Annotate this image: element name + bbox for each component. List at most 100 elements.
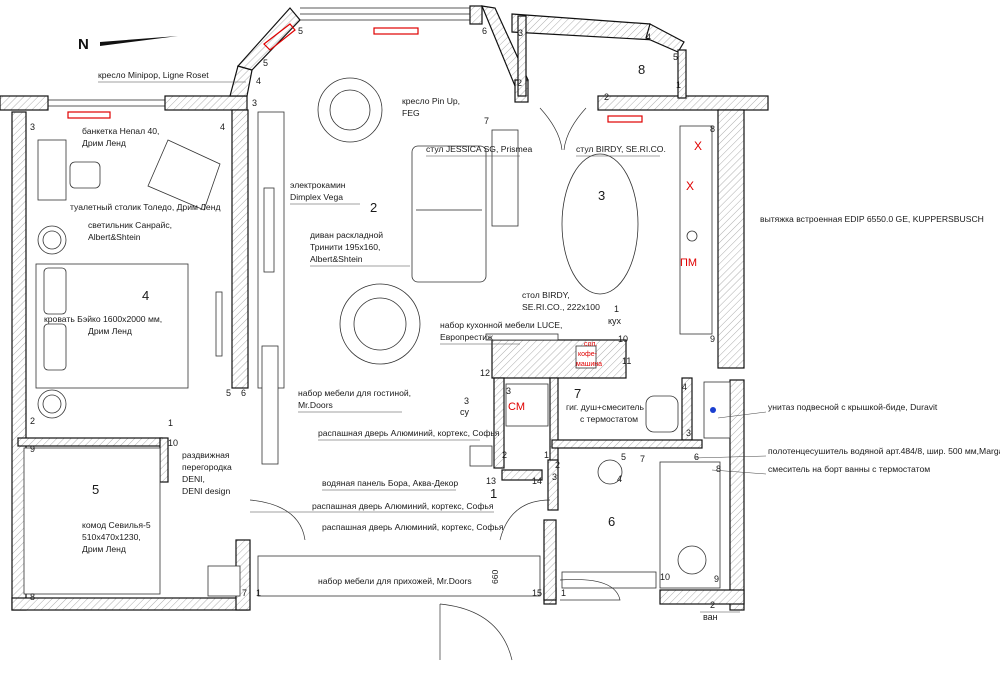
label-dresser-2: 510х470х1230,	[82, 532, 141, 542]
wall-top-bedroom-a	[0, 95, 49, 111]
mark-2d: 2	[555, 460, 560, 470]
mark-8b: 8	[716, 464, 721, 474]
lamp-2-inner	[42, 394, 62, 414]
label-towel: полотенцесушитель водяной арт.484/8, шир…	[768, 446, 1000, 456]
radiator-kitchen	[607, 115, 643, 123]
kitchen-counter-block	[491, 339, 627, 379]
mark-9c: 9	[30, 444, 35, 454]
wall-dressing-side	[159, 437, 169, 483]
mark-14: 14	[532, 476, 542, 486]
banquette	[147, 139, 221, 211]
kitchen-cabinets	[679, 125, 713, 335]
wall-wc-left	[493, 377, 505, 469]
stool	[69, 161, 101, 189]
label-water-panel: водяная панель Бора, Аква-Декор	[322, 478, 458, 488]
windows	[48, 7, 643, 123]
label-kitchen-set-2: Европрестиж	[440, 332, 493, 342]
wall-right-bath	[729, 379, 745, 611]
label-shower-2: с термостатом	[580, 414, 638, 424]
sideboard	[491, 129, 519, 227]
label-dressing-table: туалетный столик Толедо, Дрим Ленд	[70, 202, 220, 212]
label-banquette-1: банкетка Непал 40,	[82, 126, 159, 136]
entry-door	[439, 603, 513, 661]
mark-2: 2	[517, 78, 522, 88]
label-partition-4: DENI design	[182, 486, 230, 496]
room-6-number: 6	[608, 514, 615, 529]
water-panel	[469, 445, 493, 467]
wall-wc-mid	[549, 377, 559, 465]
mark-7c: 7	[242, 588, 247, 598]
balcony-angle	[645, 23, 685, 53]
dressing-table	[37, 139, 67, 201]
mark-2e: 2	[30, 416, 35, 426]
mark-1d: 1	[168, 418, 173, 428]
compass-arrow-icon	[100, 36, 178, 46]
toilet-installation	[703, 381, 731, 439]
label-table-1: стол BIRDY,	[522, 290, 570, 300]
radiator-living	[373, 27, 419, 35]
bath-door	[559, 579, 621, 601]
sofa	[411, 145, 487, 283]
coffee-machine	[575, 345, 597, 369]
wall-right-kitchen	[717, 109, 745, 369]
mark-9b: 9	[714, 574, 719, 584]
room-4-number: 4	[142, 288, 149, 303]
room-3-number: 3	[598, 188, 605, 203]
armchair-2-seat	[353, 297, 407, 351]
label-living-set-1: набор мебели для гостиной,	[298, 388, 411, 398]
mark-2b: 2	[604, 92, 609, 102]
mark-10c: 10	[168, 438, 178, 448]
mark-4d: 4	[682, 382, 687, 392]
mark-3e: 3	[552, 472, 557, 482]
balcony-wall-left	[517, 15, 527, 97]
label-chair-pinup-2: FEG	[402, 108, 420, 118]
wall-dressing-top	[17, 437, 163, 447]
wall-bottom-left	[11, 597, 249, 611]
fridge-mark-2: Х	[686, 179, 694, 193]
washing-machine	[505, 383, 549, 427]
room-7-number: 7	[574, 386, 581, 401]
bidet-tap-icon	[710, 407, 716, 413]
label-door-1: распашная дверь Алюминий, кортекс, Софья	[318, 428, 500, 438]
mark-4: 4	[220, 122, 225, 132]
bath-drain	[677, 545, 707, 575]
fireplace	[263, 187, 275, 273]
mark-10b: 10	[660, 572, 670, 582]
label-bed-2: Дрим Ленд	[88, 326, 132, 336]
label-dresser-3: Дрим Ленд	[82, 544, 126, 554]
label-shower-1: гиг. душ+смеситель	[566, 402, 644, 412]
mark-15: 15	[532, 588, 542, 598]
mark-1: 1	[676, 80, 681, 90]
mark-5: 5	[263, 58, 268, 68]
mark-11: 11	[622, 356, 631, 366]
label-chair-minipop: кресло Minipop, Ligne Roset	[98, 70, 209, 80]
wall-bay-left-b	[236, 7, 301, 71]
balcony-wall-right	[677, 49, 687, 99]
wall-bottom-bath	[659, 589, 745, 605]
leader-lines	[98, 81, 767, 613]
mark-3f: 3	[686, 428, 691, 438]
mark-1c: 1	[561, 588, 566, 598]
mark-12: 12	[480, 368, 490, 378]
living-cabinet-2	[261, 345, 279, 465]
balcony-rail	[511, 13, 656, 41]
label-dresser-1: комод Севилья-5	[82, 520, 151, 530]
label-lamp-1: светильник Санрайс,	[88, 220, 172, 230]
label-fireplace-1: электрокамин	[290, 180, 346, 190]
wall-bath-top	[551, 439, 703, 449]
door-hall-arc	[499, 499, 551, 541]
label-sofa-2: Тринити 195х160,	[310, 242, 380, 252]
room-2-number: 2	[370, 200, 377, 215]
wall-top-bedroom-b	[164, 95, 248, 111]
mark-10: 10	[618, 334, 628, 344]
mark-4b: 4	[256, 76, 261, 86]
washbasin	[597, 459, 623, 485]
room-1k-name: кух	[608, 316, 622, 326]
mark-1b: 1	[544, 450, 549, 460]
dishwasher-mark: ПМ	[680, 257, 697, 269]
compass: N	[78, 36, 178, 53]
room-3s-number: 3	[464, 396, 469, 406]
label-door-3: распашная дверь Алюминий, кортекс, Софья	[322, 522, 504, 532]
mark-5e: 5	[226, 388, 231, 398]
label-partition-1: раздвижная	[182, 450, 230, 460]
